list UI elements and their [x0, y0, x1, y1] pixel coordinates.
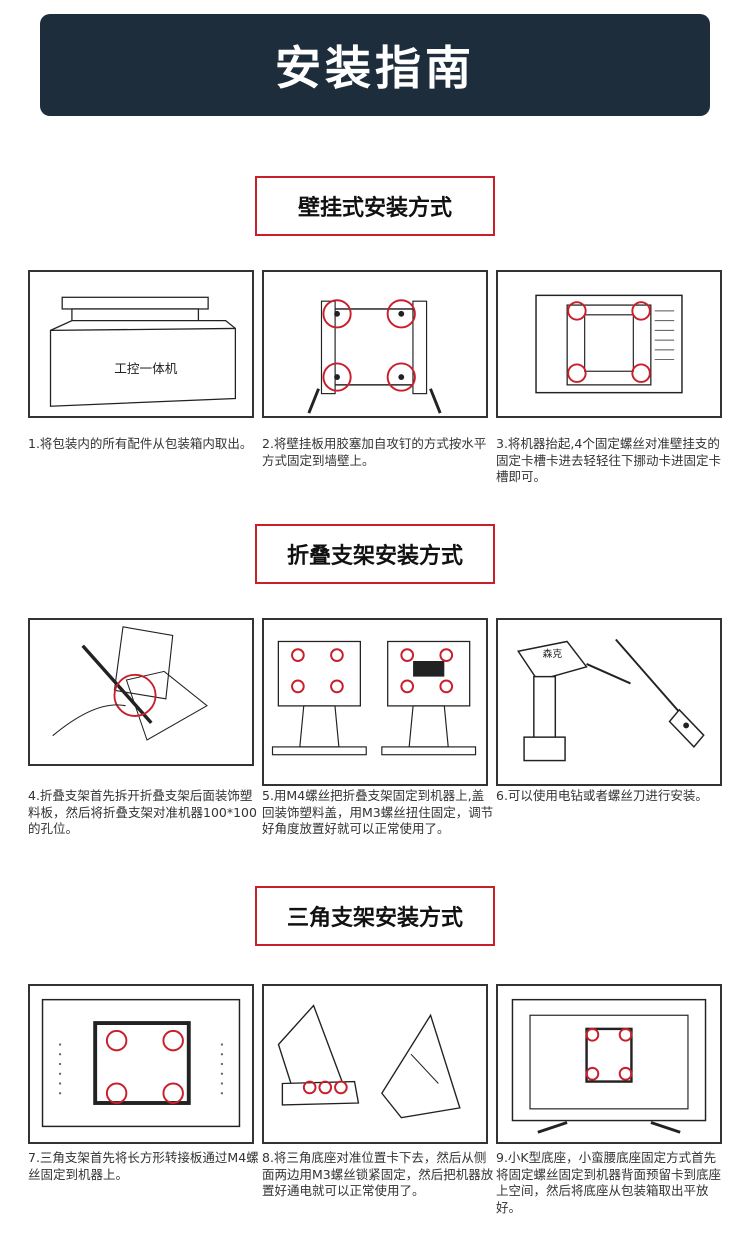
package-box-illustration: 工控一体机 — [49, 296, 237, 407]
step-2-caption: 2.将壁挂板用胶塞加自攻钉的方式按水平方式固定到墙壁上。 — [262, 436, 487, 468]
step-6-illustration: 森克 — [496, 618, 722, 786]
adapter-plate-illustration — [41, 998, 241, 1128]
monitor-stand-illustration — [271, 640, 477, 756]
step-2-illustration — [262, 270, 488, 418]
page-header: 安装指南 — [40, 14, 710, 116]
step-9-illustration — [496, 984, 722, 1144]
step-3-illustration — [496, 270, 722, 418]
section-title-wall-mount: 壁挂式安装方式 — [255, 176, 495, 236]
machine-mount-illustration — [535, 294, 683, 394]
section-title-text: 三角支架安装方式 — [286, 906, 463, 931]
step-4-caption: 4.折叠支架首先拆开折叠支架后面装饰塑料板，然后将折叠支架对准机器100*100… — [28, 788, 257, 836]
triangle-base-illustration — [277, 1004, 461, 1119]
step-7-caption: 7.三角支架首先将长方形转接板通过M4螺丝固定到机器上。 — [28, 1150, 259, 1182]
step-8-illustration — [262, 984, 488, 1144]
section-title-text: 折叠支架安装方式 — [286, 544, 463, 569]
drill-screwdriver-illustration: 森克 — [516, 638, 705, 762]
step-9-caption: 9.小K型底座，小蛮腰底座固定方式首先将固定螺丝固定到机器背面预留卡到底座上空间… — [496, 1150, 722, 1215]
folding-stand-illustration — [52, 626, 208, 741]
wall-plate-illustration — [307, 299, 442, 414]
step-6-caption: 6.可以使用电钻或者螺丝刀进行安装。 — [496, 788, 708, 803]
step-1-illustration: 工控一体机 — [28, 270, 254, 418]
box-label: 工控一体机 — [114, 361, 177, 376]
drill-brand: 森克 — [543, 647, 563, 660]
step-7-illustration — [28, 984, 254, 1144]
section-title-text: 壁挂式安装方式 — [297, 196, 452, 221]
step-5-illustration — [262, 618, 488, 786]
step-3-caption: 3.将机器抬起,4个固定螺丝对准壁挂支的固定卡槽卡进去轻轻往下挪动卡进固定卡槽即… — [496, 436, 722, 484]
k-base-illustration — [511, 998, 707, 1134]
page-title: 安装指南 — [275, 41, 475, 95]
section-title-folding-stand: 折叠支架安装方式 — [255, 524, 495, 584]
section-title-triangle-stand: 三角支架安装方式 — [255, 886, 495, 946]
step-8-caption: 8.将三角底座对准位置卡下去，然后从侧面两边用M3螺丝锁紧固定，然后把机器放置好… — [262, 1150, 494, 1198]
step-1-caption: 1.将包装内的所有配件从包装箱内取出。 — [28, 436, 253, 451]
step-5-caption: 5.用M4螺丝把折叠支架固定到机器上,盖回装饰塑料盖，用M3螺丝扭住固定，调节好… — [262, 788, 494, 836]
step-4-illustration — [28, 618, 254, 766]
